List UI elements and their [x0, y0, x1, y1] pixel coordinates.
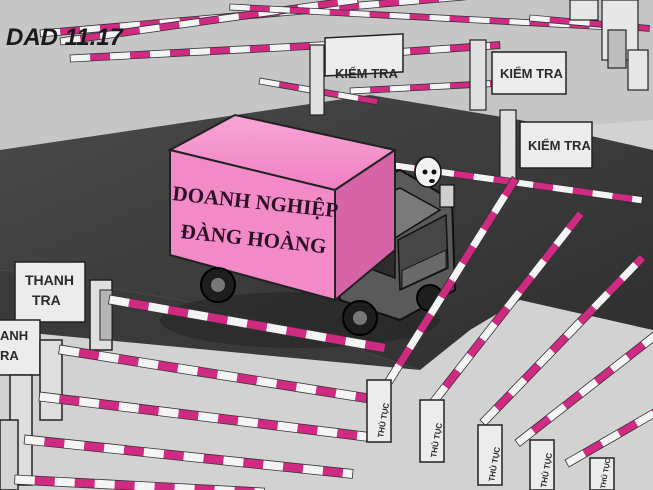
right-raised-barriers — [384, 175, 653, 468]
procedure-post-5: THỦ TỤC — [589, 457, 615, 490]
procedure-post-2: THỦ TỤC — [419, 399, 445, 463]
kiem-tra-label-1: KIỂM TRA — [335, 66, 398, 81]
kiem-tra-label-3: KIỂM TRA — [528, 138, 591, 153]
signature-text: DAD 11.17 — [6, 24, 125, 51]
truck: DOANH NGHIỆP ĐÀNG HOÀNG — [160, 113, 457, 348]
kiem-tra-label-2: KIỂM TRA — [500, 66, 563, 81]
inspection-post-main: THANH TRA — [14, 261, 113, 351]
inspection-label-top: THANH — [25, 272, 74, 288]
procedure-post-1: THỦ TỤC — [366, 379, 392, 443]
checkpoint-kiem-tra-1: KIỂM TRA — [309, 33, 404, 116]
inspection-partial-bottom: RA — [0, 348, 19, 363]
inspection-partial-top: ANH — [0, 328, 28, 343]
right-posts — [569, 0, 649, 91]
inspection-post-partial: ANH RA — [0, 319, 63, 490]
procedure-post-4: THỦ TỤC — [529, 439, 555, 490]
checkpoint-kiem-tra-3: KIỂM TRA — [499, 109, 593, 183]
artist-signature: DAD 11.17 — [6, 24, 125, 51]
procedure-post-3: THỦ TỤC — [477, 424, 503, 486]
left-barriers — [14, 294, 387, 490]
checkpoint-kiem-tra-2: KIỂM TRA — [469, 39, 567, 111]
inspection-label-bottom: TRA — [32, 292, 61, 308]
worried-man — [414, 156, 455, 208]
